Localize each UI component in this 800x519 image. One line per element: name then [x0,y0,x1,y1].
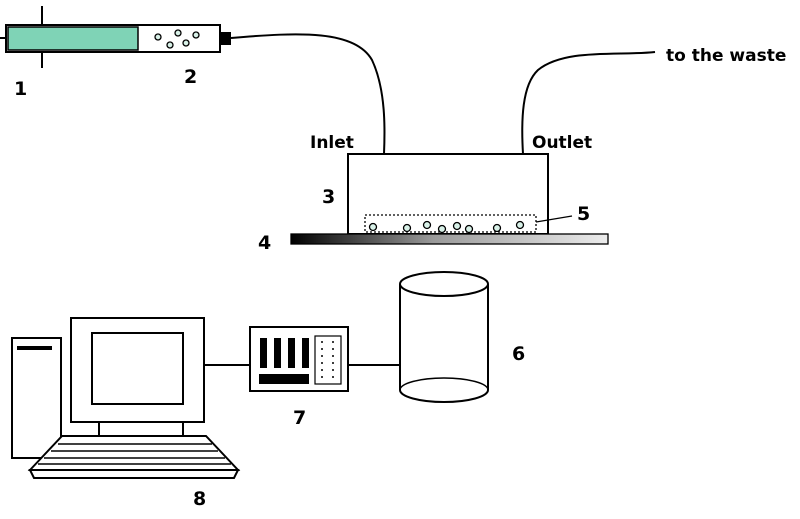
cell-particle [402,223,412,233]
syringe-fluid [7,26,139,51]
label-8: 8 [193,488,206,510]
cell-particle [368,222,378,232]
flow-cell [347,153,573,235]
syringe-bubble [166,41,174,49]
cylinder-bottom-rim [399,377,489,391]
syringe [0,6,231,68]
keyboard [27,435,241,479]
syringe-bubble [192,31,200,39]
cell-particle [492,223,502,233]
label-1: 1 [14,78,27,100]
tower-drive-slot [17,346,52,350]
monitor-stand [98,421,184,437]
label-2: 2 [184,66,197,88]
label-7: 7 [293,407,306,429]
inlet-tube [230,33,386,155]
label-5-leader-line [535,215,573,223]
label-outlet: Outlet [532,133,592,153]
computer-tower [11,337,62,459]
label-6: 6 [512,343,525,365]
label-4: 4 [258,232,271,254]
interface-slot [274,338,281,368]
cell-particle [452,221,462,231]
label-3: 3 [322,186,335,208]
outlet-tube [521,51,656,155]
interface-slot [302,338,309,368]
syringe-bubble [174,29,182,37]
syringe-bubble [154,33,162,41]
interface-pin-panel [314,335,342,385]
cell-particle [515,220,525,230]
cell-particle [422,220,432,230]
flow-channel [364,214,537,233]
cell-particle [464,224,474,234]
interface-box [249,326,349,392]
syringe-bubble [182,39,190,47]
interface-bar [259,374,309,384]
cell-particle [437,224,447,234]
syringe-tip [220,32,231,45]
computer [11,317,241,479]
cylinder-top [399,271,489,297]
interface-pin-grid [321,341,334,378]
substrate-plate [290,233,609,245]
keyboard-body [27,435,241,471]
keyboard-front-edge [28,469,240,479]
label-to-the-waste: to the waste [666,46,786,66]
cylinder-body [399,284,489,403]
interface-slot [260,338,267,368]
interface-slot [288,338,295,368]
cylinder-detector [399,271,489,403]
label-5: 5 [577,203,590,225]
flow-chamber [347,153,549,235]
monitor-screen [91,332,184,405]
label-inlet: Inlet [310,133,354,153]
